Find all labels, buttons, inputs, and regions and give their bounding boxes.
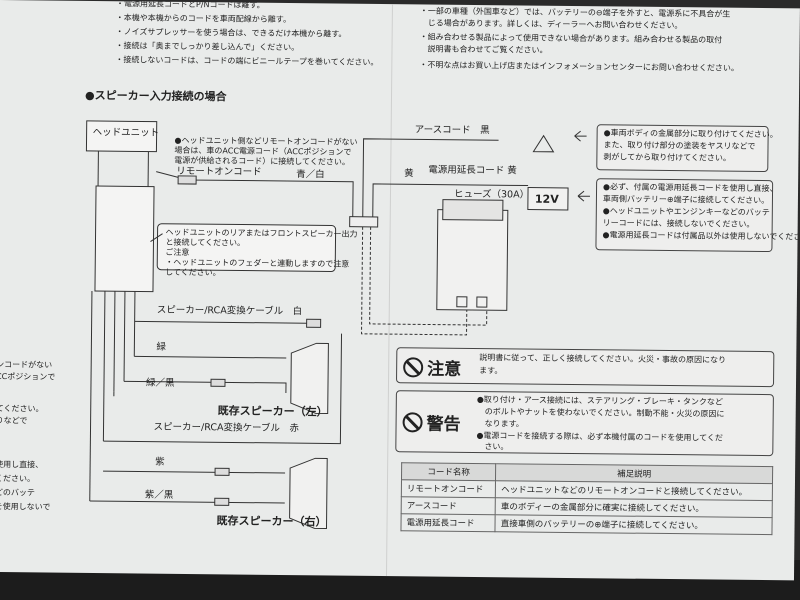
speaker-left-label: 既存スピーカー（左） [217, 404, 328, 419]
power-ext-cord-label: 電源用延長コード 黄 [428, 164, 517, 177]
power-note-line-4: リーコードには、接続しないでください。 [602, 218, 755, 229]
table-row: 電源用延長コード 直接車側のバッテリーの⊕端子に接続してください。 [400, 513, 773, 535]
rear-output-note: ヘッドユニットのリアまたはフロントスピーカー出力と接続してください。ご注意・ヘッ… [165, 227, 358, 278]
caution-text-1: 説明書に従って、正しく接続してください。火災・事故の原因になり [479, 353, 727, 365]
cell-name: アースコード [401, 496, 496, 515]
rca-red-label: スピーカー/RCA変換ケーブル 赤 [153, 421, 299, 435]
speaker-right-label: 既存スピーカー（右） [216, 514, 327, 529]
power-note-line-1: ●必ず、付属の電源用延長コードを使用し直接、 [603, 182, 778, 194]
wire-purple-black-label: 紫／黒 [144, 489, 174, 501]
warning-text-3: なります。 [484, 419, 524, 429]
earth-note-box: ●車両ボディの金属部分に取り付けてください。 また、取り付け部分の塗装をヤスリな… [596, 124, 778, 173]
caution-box: 注意 説明書に従って、正しく接続してください。火災・事故の原因になり ます。 [396, 347, 775, 388]
wire-green-label: 緑 [156, 341, 166, 353]
prohibition-icon [403, 356, 424, 377]
remote-cord-label: リモートオンコード [176, 165, 262, 178]
power-color-label: 黄 [404, 168, 414, 180]
warning-box: 警告 ●取り付け・アース接続には、ステアリング・ブレーキ・タンクなど のボルトや… [395, 390, 774, 457]
power-note-line-3: ●ヘッドユニットやエンジンキーなどのバッテ [602, 206, 770, 218]
head-unit-label: ヘッドユニット [92, 126, 160, 139]
warning-text-1: ●取り付け・アース接続には、ステアリング・ブレーキ・タンクなど [476, 395, 723, 407]
prohibition-icon [402, 411, 423, 432]
left-edge-text-1: ンコードがない [0, 359, 53, 370]
left-edge-text-3: てください。 [0, 403, 44, 414]
wire-purple-label: 紫 [155, 456, 165, 468]
head-unit-note: ●ヘッドユニット側などリモートオンコードがない場合は、車のACC電源コード（AC… [174, 135, 358, 167]
wire-green-black-label: 緑／黒 [145, 377, 175, 389]
earth-cord-label: アースコード 黒 [414, 124, 490, 137]
cell-name: 電源用延長コード [400, 513, 496, 532]
warning-text-4: ●電源コードを接続する際は、必ず本機付属のコードを使用してくだ [476, 431, 723, 443]
earth-note-line-3: 剥がしてから取り付けてください。 [603, 152, 731, 163]
cord-legend-table: コード名称 補足説明 リモートオンコード ヘッドユニットなどのリモートオンコード… [400, 462, 773, 535]
fuse-label: ヒューズ（30A） [453, 188, 530, 201]
rca-white-label: スピーカー/RCA変換ケーブル 白 [156, 304, 303, 318]
wiring-diagram [86, 120, 569, 529]
power-note-box: ●必ず、付属の電源用延長コードを使用し直接、 車両側バッテリー⊕端子に接続してく… [595, 178, 800, 253]
earth-note-line-1: ●車両ボディの金属部分に取り付けてください。 [603, 128, 778, 140]
earth-note-line-2: また、取り付け部分の塗装をヤスリなどで [603, 140, 756, 151]
warning-text-5: さい。 [484, 442, 509, 452]
warning-text-2: のボルトやナットを使わないでください。制動不能・火災の原因に [484, 407, 725, 419]
left-edge-text-7: どのバッテ [0, 487, 35, 498]
left-edge-text-5: 使用し直接、 [0, 459, 44, 470]
col-header-name: コード名称 [401, 462, 496, 481]
battery-label: 12V [534, 192, 559, 206]
left-edge-text-2: CCポジションで [0, 371, 56, 382]
cell-desc: 直接車側のバッテリーの⊕端子に接続してください。 [495, 514, 773, 535]
cell-name: リモートオンコード [401, 479, 496, 498]
power-note-line-5: ●電源用延長コードは付属品以外は使用しないでください。故障の原因となります。 [602, 230, 800, 243]
manual-sheet: ・電源用延長コードとP/Nコードは離す。 ・本機や本機からのコードを車両配線から… [0, 0, 800, 580]
caution-text-2: ます。 [479, 366, 503, 376]
left-edge-text-8: を使用しないで [0, 501, 51, 512]
warning-heading: 警告 [402, 409, 461, 435]
remote-cord-color: 青／白 [296, 169, 325, 181]
left-edge-text-6: ください。 [0, 473, 36, 484]
power-note-line-2: 車両側バッテリー⊕端子に接続してください。 [602, 194, 770, 206]
left-edge-text-4: りなどで [0, 415, 28, 426]
caution-heading: 注意 [403, 354, 461, 380]
